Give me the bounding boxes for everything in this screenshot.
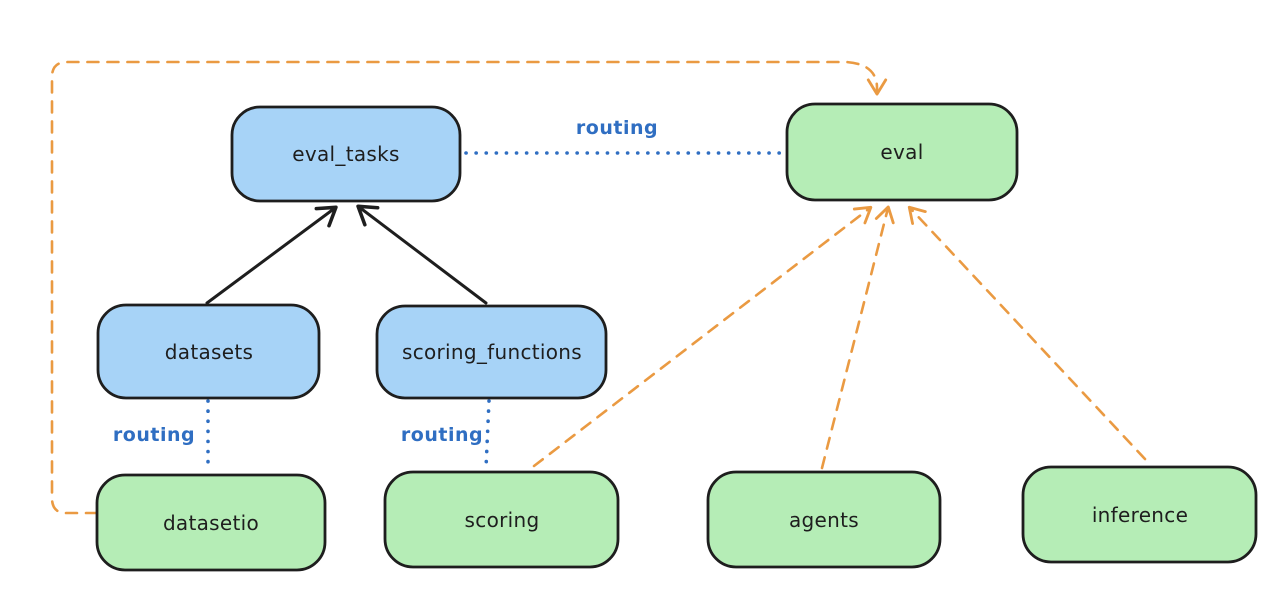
- edge-inference-to-eval-dashed: [907, 205, 1147, 461]
- node-inference-box: [1021, 465, 1258, 564]
- node-scoring-label: scoring: [465, 508, 540, 532]
- node-eval-box: [785, 102, 1019, 202]
- edge-agents-to-eval-dashed: [820, 205, 895, 470]
- node-scoring-functions: scoring_functions: [375, 304, 608, 400]
- node-eval-tasks-box: [230, 105, 462, 203]
- node-eval-tasks: eval_tasks: [230, 105, 462, 203]
- node-datasetio-box: [95, 473, 327, 572]
- edge-datasets-to-eval-tasks-arrow: [205, 205, 338, 305]
- node-agents-box: [706, 470, 942, 569]
- node-datasetio-label: datasetio: [163, 511, 259, 535]
- edge-datasetio-to-eval-dashed: [50, 60, 888, 515]
- node-eval: eval: [785, 102, 1019, 202]
- node-datasets-box: [96, 303, 321, 400]
- node-agents-label: agents: [789, 508, 859, 532]
- routing-label-eval-tasks-eval: routing: [576, 117, 658, 139]
- node-datasetio: datasetio: [95, 473, 327, 572]
- edge-scoring-to-eval-dashed: [532, 205, 873, 468]
- node-eval-label: eval: [880, 140, 923, 164]
- node-scoring-box: [383, 470, 620, 569]
- node-inference-label: inference: [1092, 503, 1188, 527]
- routing-label-datasets-datasetio: routing: [113, 424, 195, 446]
- node-scoring: scoring: [383, 470, 620, 569]
- edge-scoring-functions-to-scoring-dotted: [484, 399, 491, 470]
- edge-scoring-functions-to-eval-tasks-arrow: [356, 204, 488, 305]
- node-eval-tasks-label: eval_tasks: [292, 142, 399, 166]
- node-scoring-functions-box: [375, 304, 608, 400]
- routing-label-scoring-functions-scoring: routing: [401, 424, 483, 446]
- node-scoring-functions-label: scoring_functions: [402, 340, 582, 364]
- node-datasets-label: datasets: [165, 340, 253, 364]
- node-datasets: datasets: [96, 303, 321, 400]
- node-inference: inference: [1021, 465, 1258, 564]
- node-agents: agents: [706, 470, 942, 569]
